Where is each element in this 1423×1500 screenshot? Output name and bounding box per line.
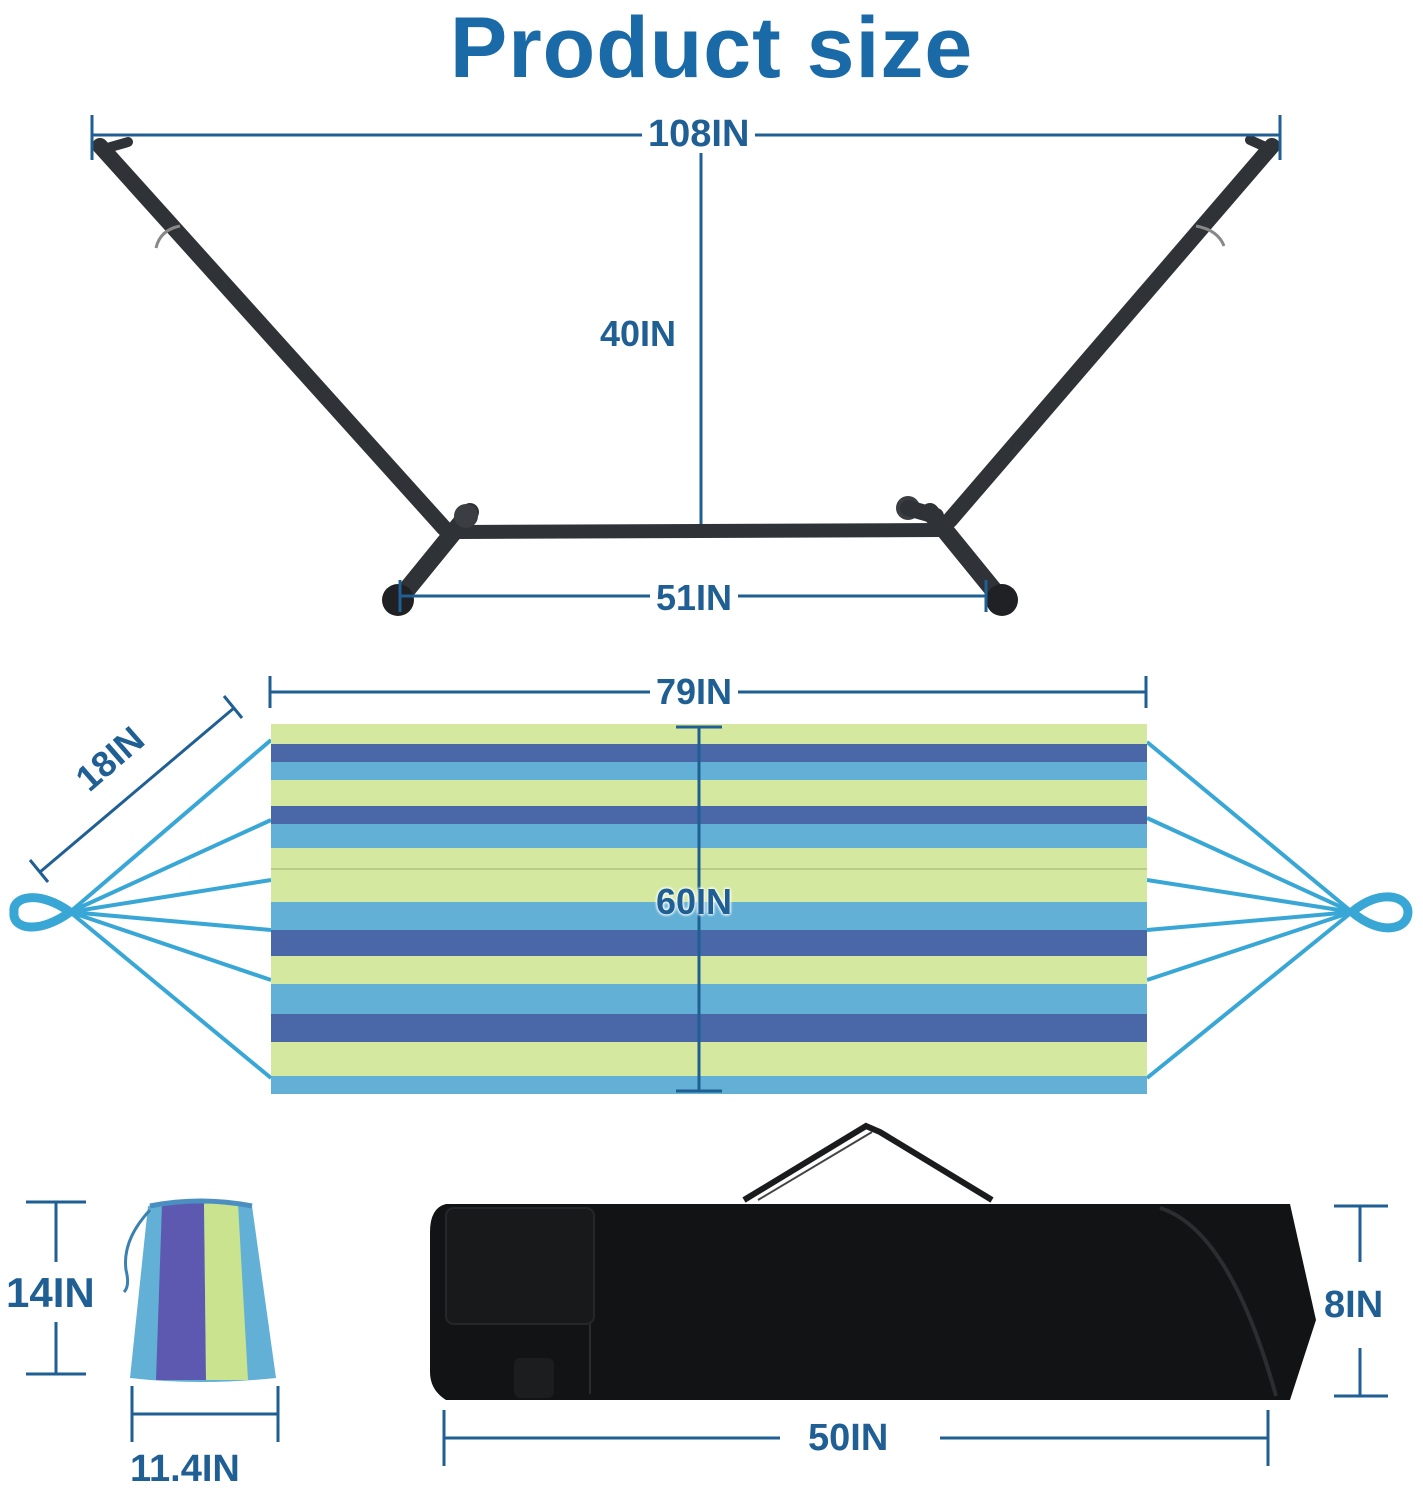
storage-pouch bbox=[122, 1198, 276, 1382]
pouch-dimension-lines bbox=[26, 1200, 280, 1442]
page-title: Product size bbox=[449, 0, 974, 96]
stand-length-label: 108IN bbox=[642, 115, 756, 153]
hammock-width-label: 60IN bbox=[656, 881, 733, 922]
hook-left-icon bbox=[154, 224, 181, 249]
stand-base-label: 51IN bbox=[650, 580, 739, 616]
stand-crossbar bbox=[453, 523, 947, 539]
pouch-width-label: 11.4IN bbox=[130, 1448, 240, 1490]
carry-bag bbox=[430, 1122, 1316, 1400]
hammock-stand bbox=[92, 135, 1280, 616]
hammock-length-label: 79IN bbox=[650, 674, 739, 710]
rope-loop-right-icon bbox=[1345, 892, 1413, 933]
stand-left-arm bbox=[92, 138, 452, 536]
bag-dimension-lines bbox=[442, 1204, 1388, 1466]
bag-height-label: 8IN bbox=[1318, 1286, 1390, 1324]
pouch-height-label: 14IN bbox=[0, 1272, 101, 1314]
bag-length-label: 50IN bbox=[802, 1419, 895, 1457]
hammock-ropes bbox=[9, 738, 1413, 1080]
rope-loop-left-icon bbox=[9, 893, 78, 932]
stand-right-arm bbox=[942, 138, 1280, 528]
stand-foot-right bbox=[986, 584, 1018, 616]
bag-handle-icon bbox=[742, 1122, 994, 1203]
stand-height-label: 40IN bbox=[600, 313, 677, 354]
stand-foot-left bbox=[382, 584, 414, 616]
hammock-fabric bbox=[271, 724, 1147, 1094]
drawstring-icon bbox=[122, 1208, 152, 1294]
hook-right-icon bbox=[1195, 224, 1226, 247]
